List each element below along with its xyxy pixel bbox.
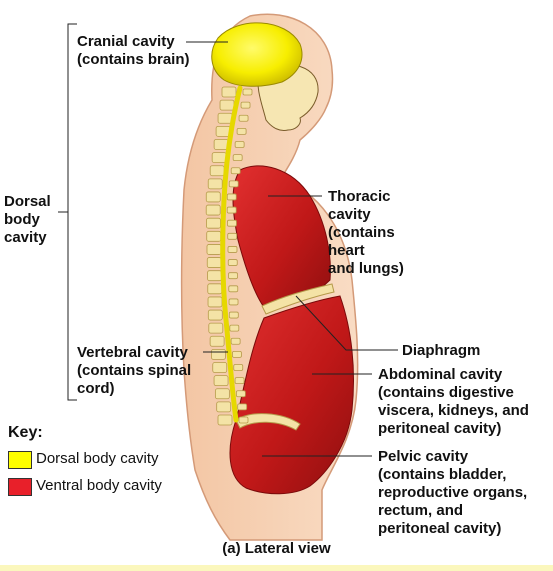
pelvic-line-1: Pelvic cavity [378, 448, 469, 465]
vertebra-process [228, 180, 239, 188]
vertebra-process [232, 154, 243, 162]
vertebral-line-3: cord) [77, 380, 115, 397]
vertebra-process [226, 193, 237, 201]
vertebra-process [234, 141, 245, 148]
thoracic-line-2: cavity [328, 206, 371, 223]
cranial-line-1: Cranial cavity [77, 33, 175, 50]
diaphragm-line-1: Diaphragm [402, 342, 481, 359]
vertebra [211, 152, 227, 164]
label-thoracic-cavity: Thoracic cavity (contains heart and lung… [328, 188, 404, 278]
vertebra [206, 257, 222, 268]
vertebra-process [227, 219, 237, 227]
vertebra [207, 296, 223, 308]
figure-caption: (a) Lateral view [222, 540, 331, 557]
key-swatch-dorsal [8, 451, 32, 469]
vertebral-line-1: Vertebral cavity [77, 344, 188, 361]
vertebra-process [228, 298, 239, 306]
key-title: Key: [8, 424, 43, 441]
vertebra [207, 270, 222, 282]
vertebra-process [234, 377, 245, 385]
vertebra [206, 230, 222, 242]
vertebra-process [227, 232, 238, 240]
dorsal-line-2: body [4, 211, 40, 228]
key-label-dorsal: Dorsal body cavity [36, 450, 159, 467]
vertebra [217, 414, 233, 426]
abdominal-line-1: Abdominal cavity [378, 366, 503, 383]
label-abdominal-cavity: Abdominal cavity (contains digestive vis… [378, 366, 529, 438]
vertebra-process [240, 101, 251, 109]
vertebra [215, 125, 231, 137]
vertebra [207, 283, 223, 295]
pelvic-line-5: peritoneal cavity) [378, 520, 502, 537]
vertebra-process [230, 167, 241, 175]
vertebra-process [235, 390, 246, 398]
vertebra-process [232, 350, 242, 358]
vertebra [217, 112, 233, 124]
spinal-cord [220, 85, 243, 423]
label-cranial-cavity: Cranial cavity (contains brain) [77, 33, 190, 69]
vertebra-process [228, 285, 239, 293]
vertebra [209, 335, 225, 347]
vertebra [206, 244, 222, 255]
pelvic-line-2: (contains bladder, [378, 466, 507, 483]
vertebra [219, 99, 235, 111]
thoracic-line-5: and lungs) [328, 260, 404, 277]
vertebra-process [228, 272, 238, 280]
vertebra [208, 322, 224, 334]
vertebra [214, 388, 230, 400]
label-vertebral-cavity: Vertebral cavity (contains spinal cord) [77, 344, 191, 398]
vertebra-process [237, 403, 248, 411]
dorsal-bracket [67, 23, 77, 401]
vertebra-process [242, 88, 253, 96]
vertebra [205, 204, 221, 216]
label-dorsal-body-cavity: Dorsal body cavity [4, 193, 51, 247]
dorsal-line-3: cavity [4, 229, 47, 246]
vertebra-process [230, 337, 241, 345]
vertebra [213, 139, 229, 150]
vertebra-process [227, 246, 238, 253]
leader-diaphragm [295, 295, 398, 351]
diaphragm [261, 283, 335, 315]
abdominal-line-4: peritoneal cavity) [378, 420, 502, 437]
vertebra-process [233, 364, 244, 371]
abdominal-line-3: viscera, kidneys, and [378, 402, 529, 419]
vertebra [211, 348, 226, 360]
key-swatch-ventral [8, 478, 32, 496]
vertebral-line-2: (contains spinal [77, 362, 192, 379]
vertebra [206, 217, 221, 229]
vertebra [216, 401, 232, 413]
pelvic-line-4: rectum, and [378, 502, 464, 519]
cranial-line-2: (contains brain) [77, 51, 190, 68]
vertebra [207, 178, 223, 190]
thoracic-line-4: heart [328, 242, 365, 259]
vertebra-process [229, 324, 240, 332]
vertebra [205, 191, 221, 203]
brain-cranial-cavity [211, 22, 303, 87]
vertebra-process [227, 259, 238, 266]
vertebra-process [238, 416, 249, 424]
vertebra [212, 362, 228, 373]
key-label-ventral: Ventral body cavity [36, 477, 162, 494]
vertebra [209, 165, 225, 177]
abdominal-line-2: (contains digestive [378, 384, 514, 401]
pelvis-bone [235, 413, 301, 431]
vertebra-process [228, 311, 239, 319]
vertebra [213, 375, 229, 387]
vertebra-process [238, 114, 249, 122]
thoracic-line-1: Thoracic [328, 188, 391, 205]
dorsal-line-1: Dorsal [4, 193, 51, 210]
thoracic-line-3: (contains [328, 224, 395, 241]
bottom-band [0, 565, 553, 571]
pelvic-line-3: reproductive organs, [378, 484, 528, 501]
vertebra [221, 86, 237, 98]
vertebra-process [236, 127, 247, 135]
vertebra-process [226, 206, 237, 214]
label-pelvic-cavity: Pelvic cavity (contains bladder, reprodu… [378, 448, 527, 538]
vertebra [207, 309, 223, 321]
label-diaphragm: Diaphragm [402, 342, 480, 360]
